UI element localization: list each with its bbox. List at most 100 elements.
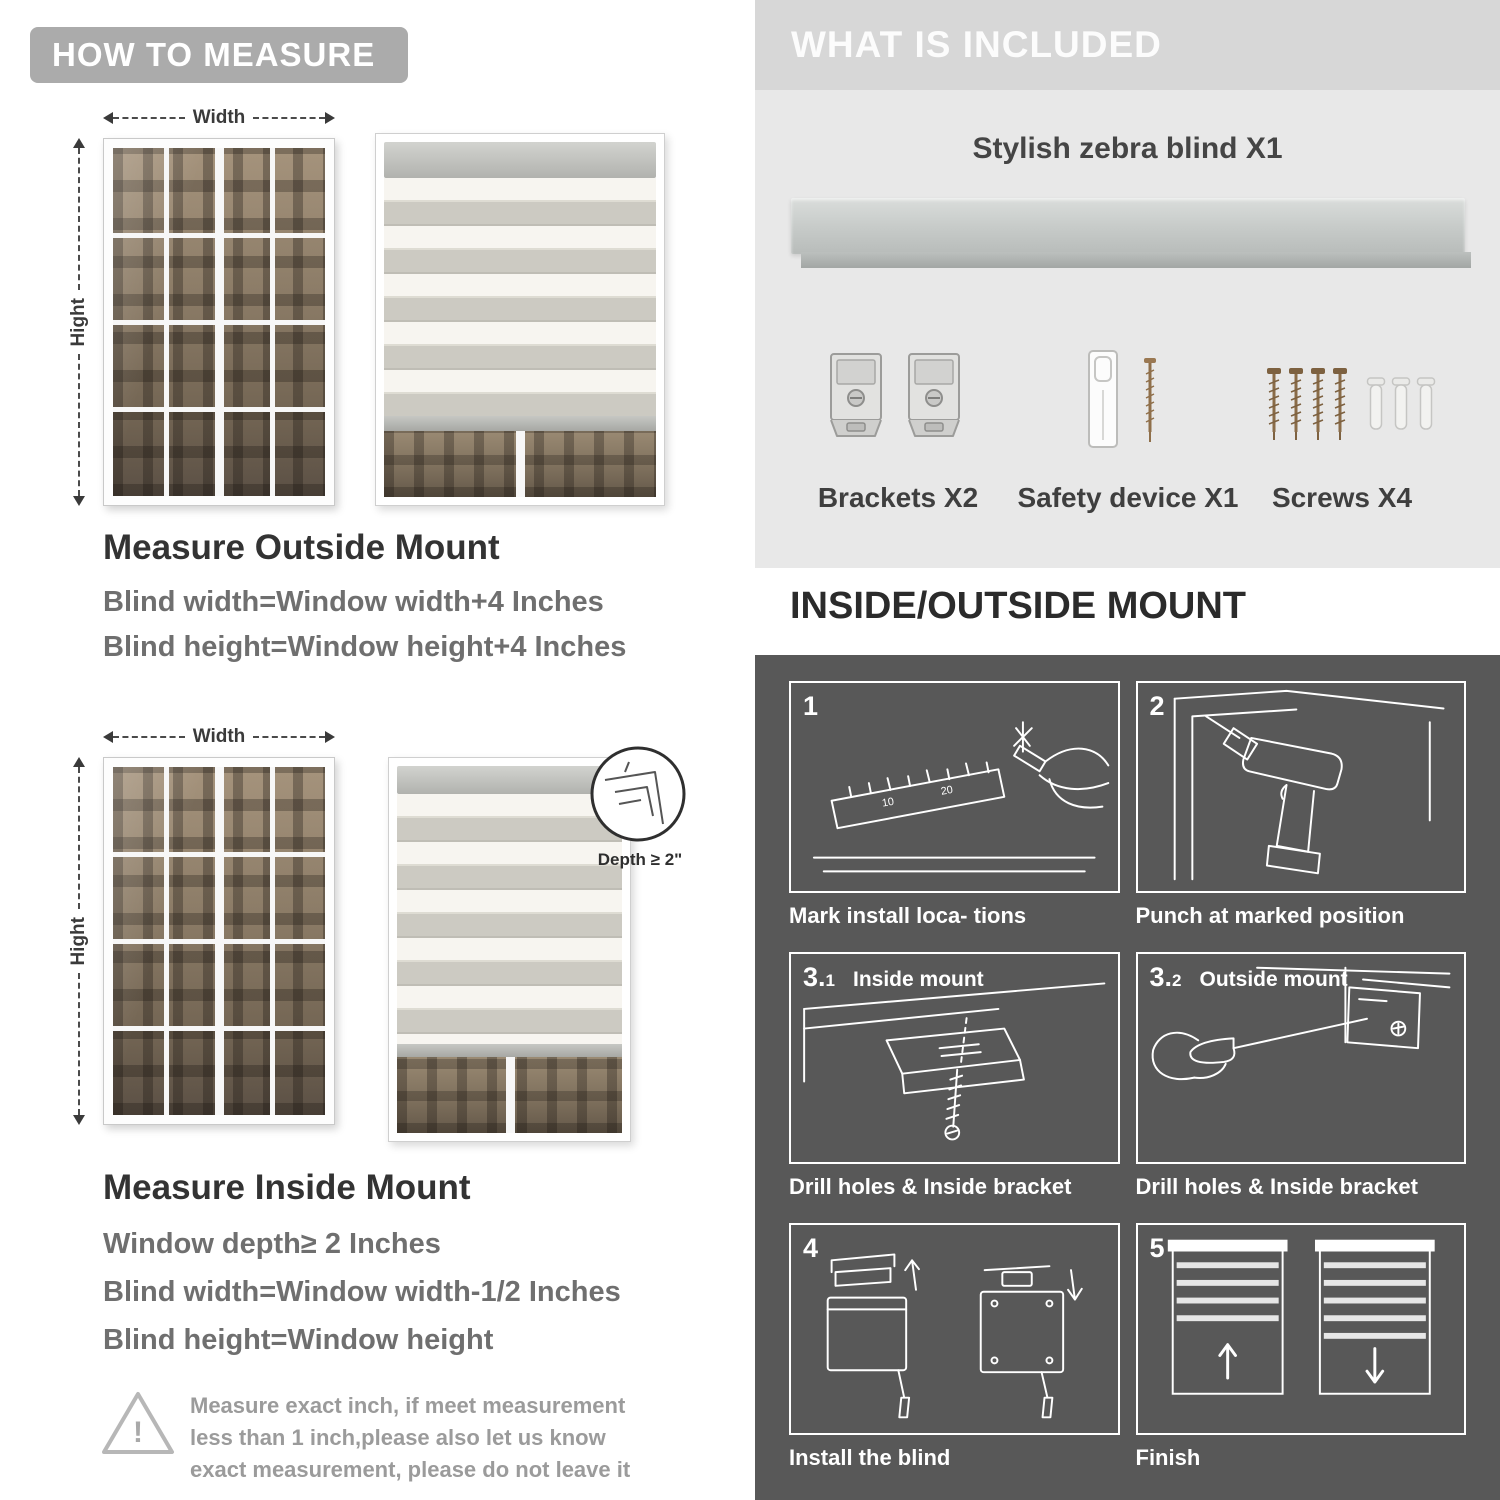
step-number: 2 (1149, 691, 1165, 721)
svg-text:10: 10 (881, 796, 895, 810)
measure-note: Measure exact inch, if meet measurement … (190, 1393, 631, 1482)
dashed-line (78, 148, 80, 290)
what-is-included-header: WHAT IS INCLUDED (755, 0, 1500, 90)
step5-finish-illustration (1167, 1239, 1435, 1395)
blind-headrail (384, 142, 656, 178)
depth-detail-illustration (590, 746, 686, 842)
step1-mark-illustration: 10 20 (812, 721, 1110, 873)
inside-mount-inline-label: Inside mount (853, 968, 984, 991)
zebra-blind-illustration (388, 757, 631, 1142)
blind-stripes (384, 178, 656, 416)
height-label: Hight (68, 916, 89, 966)
window-muntin (505, 1057, 515, 1133)
height-arrow: Hight (68, 138, 90, 507)
arrow-up-icon (73, 757, 85, 767)
warning-triangle-icon: ! (102, 1392, 174, 1454)
step4-install-illustration (826, 1253, 1083, 1419)
outside-mount-line1: Blind width=Window width+4 Inches (103, 586, 604, 618)
screws-illustration (1265, 366, 1436, 442)
warning-exclamation: ! (133, 1416, 143, 1449)
what-is-included-panel: WHAT IS INCLUDED Stylish zebra blind X1 (755, 0, 1500, 568)
height-label: Hight (68, 297, 89, 347)
window-muntin (113, 939, 325, 944)
blind-item-label: Stylish zebra blind X1 (972, 132, 1283, 165)
step3-1-inside-bracket-illustration (803, 982, 1106, 1141)
dashed-line (253, 736, 325, 738)
dashed-line (78, 767, 80, 909)
screws-label: Screws X4 (1271, 482, 1413, 513)
arrow-down-icon (73, 496, 85, 507)
window-photo-below (384, 431, 656, 497)
zebra-blind-illustration (375, 133, 665, 506)
step-4-caption: Install the blind (789, 1445, 951, 1470)
inside-mount-line3: Blind height=Window height (103, 1324, 494, 1356)
step-3-2-box: 3.2 Outside mount (1135, 952, 1466, 1164)
arrow-right-icon (325, 112, 335, 124)
how-to-measure-header: HOW TO MEASURE (30, 27, 408, 83)
steps-grid: 1 (789, 681, 1466, 1472)
step-number: 4 (803, 1233, 819, 1263)
window-muntin (113, 1026, 325, 1031)
bracket-icon (830, 353, 882, 437)
blind-headrail (397, 766, 622, 794)
height-arrow: Hight (68, 757, 90, 1126)
inside-mount-line1: Window depth≥ 2 Inches (103, 1228, 441, 1260)
step-number: 3.1 (803, 962, 835, 992)
window-illustration (103, 138, 335, 506)
step-2-caption: Punch at marked position (1135, 903, 1405, 928)
step-number: 3.2 (1149, 962, 1182, 992)
step-number: 1 (803, 691, 819, 721)
arrow-left-icon (103, 112, 113, 124)
step-3-1: 3.1 Inside mount (789, 952, 1120, 1201)
brackets-label: Brackets X2 (817, 482, 979, 513)
window-muntin (113, 852, 325, 857)
outside-mount-line2: Blind height=Window height+4 Inches (103, 631, 627, 663)
screws-icon (1260, 360, 1445, 452)
brackets-icon (825, 350, 965, 442)
step-4-box: 4 (789, 1223, 1120, 1435)
window-photo (113, 767, 325, 1115)
zebra-blind-headrail-image (791, 198, 1471, 268)
step-4: 4 (789, 1223, 1120, 1472)
width-label: Width (192, 726, 246, 747)
outside-mount-inline-label: Outside mount (1199, 968, 1348, 991)
svg-text:20: 20 (940, 784, 954, 798)
step-2-box: 2 (1135, 681, 1466, 893)
arrow-left-icon (103, 731, 113, 743)
width-arrow: Width (103, 726, 335, 747)
step-3-2-caption: Drill holes & Inside bracket (1135, 1174, 1418, 1199)
window-muntin (113, 233, 325, 238)
width-label: Width (192, 107, 246, 128)
window-photo (113, 148, 325, 496)
dashed-line (113, 736, 185, 738)
step-5-box: 5 (1135, 1223, 1466, 1435)
dashed-line (113, 117, 185, 119)
arrow-up-icon (73, 138, 85, 148)
mount-section-header: INSIDE/OUTSIDE MOUNT (790, 585, 1247, 627)
step2-drill-illustration (1173, 689, 1444, 881)
dashed-line (253, 117, 325, 119)
step-2: 2 (1135, 681, 1466, 930)
depth-label: Depth ≥ 2" (597, 850, 683, 869)
bracket-icon (908, 353, 960, 437)
step3-2-outside-bracket-illustration (1151, 966, 1450, 1080)
step-number: 5 (1149, 1233, 1165, 1263)
blind-bottomrail (397, 1044, 622, 1057)
dashed-line (78, 973, 80, 1116)
safety-device-label: Safety device X1 (1017, 482, 1239, 513)
step-5-caption: Finish (1135, 1445, 1201, 1470)
inside-mount-title: Measure Inside Mount (103, 1168, 471, 1207)
safety-device-icon (1055, 348, 1185, 452)
window-muntin (113, 407, 325, 412)
window-photo-below (397, 1057, 622, 1133)
width-arrow: Width (103, 107, 335, 128)
step-3-1-caption: Drill holes & Inside bracket (789, 1174, 1072, 1199)
mount-steps-panel: 1 (755, 655, 1500, 1500)
window-muntin (113, 320, 325, 325)
outside-mount-title: Measure Outside Mount (103, 528, 500, 567)
blind-stripes (397, 794, 622, 1044)
depth-detail-circle (583, 742, 693, 852)
step-3-2: 3.2 Outside mount (1135, 952, 1466, 1201)
step-1-box: 1 (789, 681, 1120, 893)
